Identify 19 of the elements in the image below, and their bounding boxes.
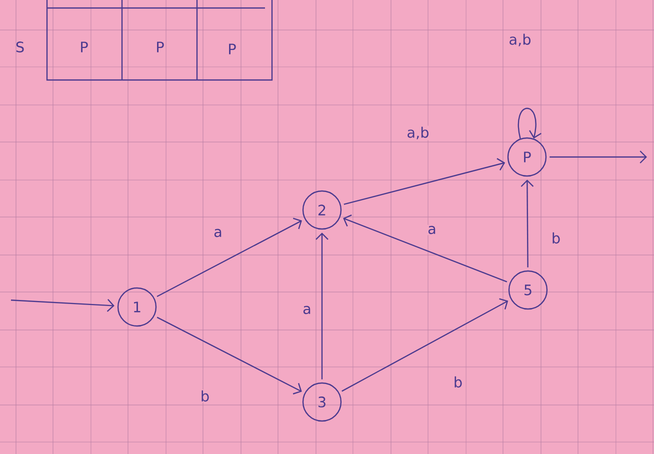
arrow [156,316,302,394]
edge-label: a,b [406,126,430,140]
table-cell-text: P [81,42,88,52]
arrow [156,218,302,298]
table-cell-text: P [229,44,236,54]
arrow [342,298,508,392]
edge-label: a [426,224,438,236]
arrow [10,299,114,312]
arrow [316,232,328,380]
arrow [344,158,506,205]
edge-label: a,b [508,32,532,48]
table-cell-text: P [157,42,164,52]
arrow [550,150,647,164]
arrow [518,108,542,139]
row-label: S [16,42,24,52]
arrow [520,180,534,268]
edge-label: a [302,304,312,316]
arrow [343,214,508,282]
edge-label: a [212,228,224,238]
